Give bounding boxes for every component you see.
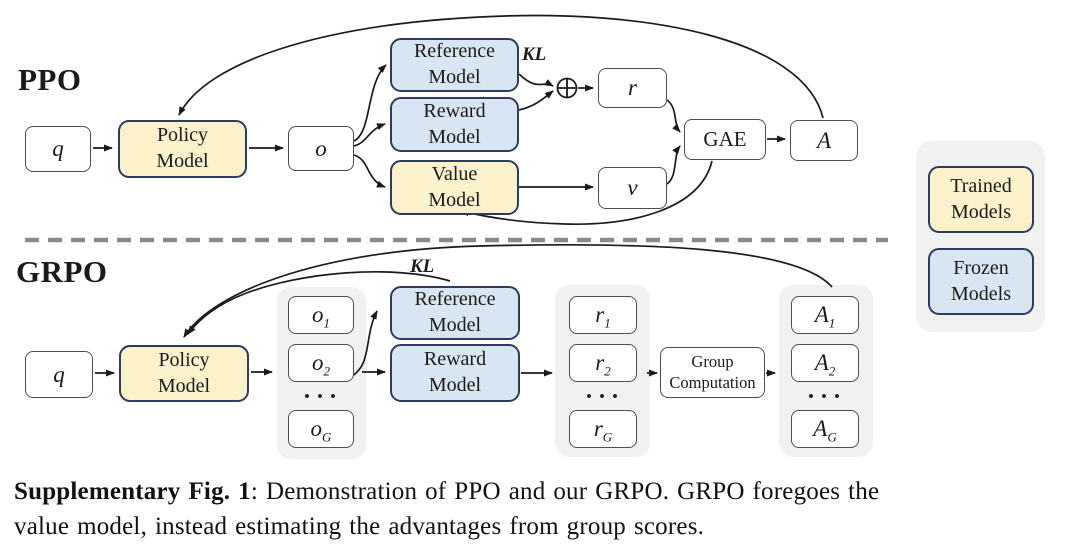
ppo-reward-model-box: Reward Model: [390, 97, 519, 152]
caption-line-2: value model, instead estimating the adva…: [14, 513, 705, 540]
grpo-o2-box: o2: [288, 344, 354, 382]
grpo-section-label: GRPO: [16, 254, 108, 289]
oplus-icon: [556, 77, 578, 99]
arrow-o-to-reference: [353, 64, 387, 142]
grpo-reference-model-box: Reference Model: [390, 286, 520, 340]
arrow-o-to-value: [353, 154, 386, 188]
grpo-r-ellipsis: • • •: [586, 389, 620, 405]
ppo-gae-box: GAE: [684, 119, 766, 160]
grpo-q-box: q: [25, 351, 93, 398]
caption-figure-number: Supplementary Fig. 1: [14, 478, 251, 505]
grpo-kl-label: KL: [410, 256, 435, 277]
caption-line-1: Supplementary Fig. 1: Demonstration of P…: [14, 478, 879, 505]
grpo-aG-box: AG: [791, 410, 859, 448]
arrow-v-to-gae: [666, 145, 681, 185]
ppo-advantage-box: A: [790, 120, 858, 161]
grpo-oG-box: oG: [288, 410, 354, 448]
ppo-o-box: o: [288, 126, 354, 171]
legend-trained-models: Trained Models: [928, 166, 1034, 233]
grpo-reward-model-box: Reward Model: [390, 344, 520, 402]
ppo-policy-model-box: Policy Model: [118, 120, 247, 178]
caption-line-1-rest: : Demonstration of PPO and our GRPO. GRP…: [250, 478, 880, 505]
grpo-group-computation-box: Group Computation: [660, 347, 765, 398]
arrow-reward-to-oplus: [518, 90, 554, 111]
grpo-a2-box: A2: [791, 344, 859, 382]
grpo-policy-model-box: Policy Model: [119, 345, 249, 402]
ppo-r-box: r: [598, 68, 667, 108]
ppo-section-label: PPO: [18, 62, 82, 97]
ppo-q-box: q: [25, 126, 91, 172]
grpo-r2-box: r2: [569, 344, 637, 382]
legend-frozen-models: Frozen Models: [928, 248, 1034, 315]
ppo-kl-label: KL: [522, 44, 547, 65]
grpo-a1-box: A1: [791, 296, 859, 334]
figure-caption: Supplementary Fig. 1: Demonstration of P…: [14, 474, 1070, 544]
grpo-a-ellipsis: • • •: [808, 389, 842, 405]
grpo-rG-box: rG: [569, 410, 637, 448]
arrow-o-to-reward: [353, 123, 386, 147]
arrow-r-to-gae: [666, 99, 681, 133]
ppo-v-box: v: [598, 167, 667, 209]
arrow-reference-to-oplus: [518, 73, 554, 87]
ppo-reference-model-box: Reference Model: [390, 38, 519, 92]
ppo-value-model-box: Value Model: [390, 160, 519, 215]
grpo-o-ellipsis: • • •: [304, 389, 338, 405]
grpo-o1-box: o1: [288, 296, 354, 334]
grpo-r1-box: r1: [569, 296, 637, 334]
